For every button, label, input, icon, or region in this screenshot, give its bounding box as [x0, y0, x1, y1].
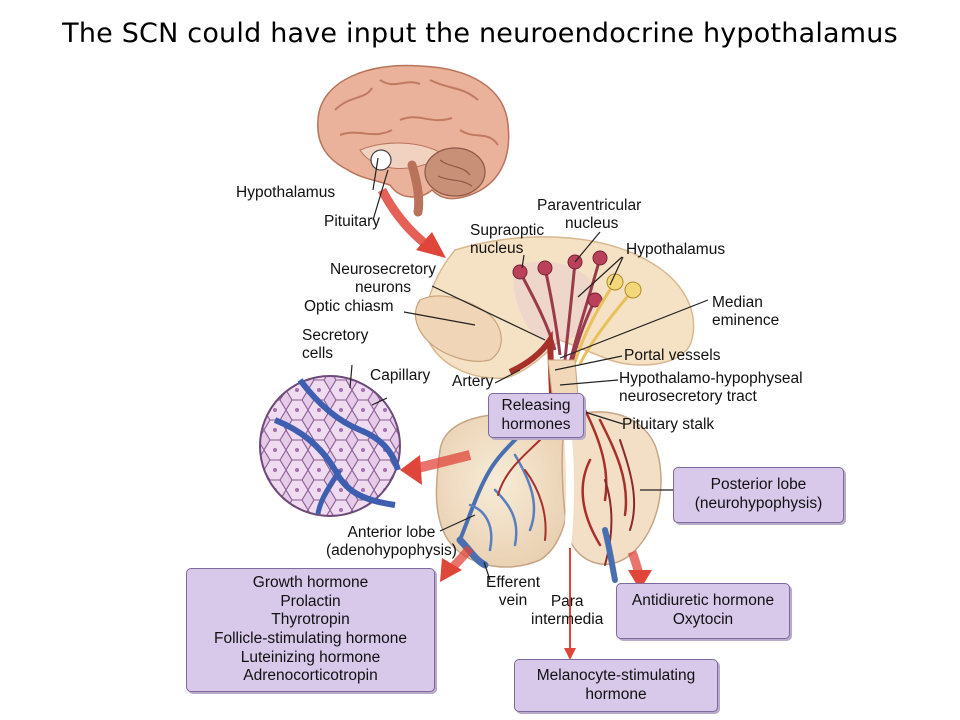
artery-vessel: [508, 330, 555, 396]
label-hypothalamus-top: Hypothalamus: [236, 184, 336, 201]
label-portal-vessels: Portal vessels: [624, 347, 721, 364]
brain-illustration: [317, 64, 510, 217]
secretory-cells-magnified: [259, 375, 401, 517]
label-pituitary-stalk: Pituitary stalk: [622, 416, 715, 433]
label-artery: Artery: [452, 373, 494, 390]
msh-box: Melanocyte-stimulating hormone: [514, 659, 718, 712]
label-median-eminence: Median eminence: [712, 294, 780, 329]
yellow-neurons: [573, 273, 642, 365]
secretion-arrows: [400, 450, 652, 660]
label-efferent-vein: Efferent vein: [486, 574, 541, 609]
label-pituitary: Pituitary: [324, 213, 380, 230]
label-capillary: Capillary: [370, 367, 431, 384]
posterior-lobe-box: Posterior lobe (neurohypophysis): [673, 467, 844, 523]
label-secretory-cells: Secretory cells: [302, 327, 369, 362]
anterior-hormones-box: Growth hormone Prolactin Thyrotropin Fol…: [186, 568, 435, 692]
label-paraventricular: Paraventricular nucleus: [537, 197, 642, 232]
page-title: The SCN could have input the neuroendocr…: [62, 18, 898, 49]
posterior-hormones-box: Antidiuretic hormone Oxytocin: [616, 583, 790, 639]
label-para-intermedia: Para intermedia: [531, 593, 604, 628]
posterior-capillaries: [581, 408, 636, 583]
label-hypothalamo-hypophyseal-tract: Hypothalamo-hypophyseal neurosecretory t…: [619, 370, 803, 405]
label-anterior-lobe: Anterior lobe (adenohypophysis): [326, 524, 457, 559]
hypothalamus-region: [414, 236, 695, 379]
label-supraoptic: Supraoptic nucleus: [470, 222, 545, 257]
zoom-arrow: [416, 232, 446, 258]
releasing-hormones-box: Releasing hormones: [488, 393, 584, 438]
leader-lines: [349, 157, 709, 581]
label-hypothalamus-right: Hypothalamus: [626, 241, 726, 258]
label-optic-chiasm: Optic chiasm: [304, 298, 394, 315]
label-neurosecretory-neurons: Neurosecretory neurons: [330, 261, 436, 296]
pituitary-gland: [435, 359, 662, 568]
